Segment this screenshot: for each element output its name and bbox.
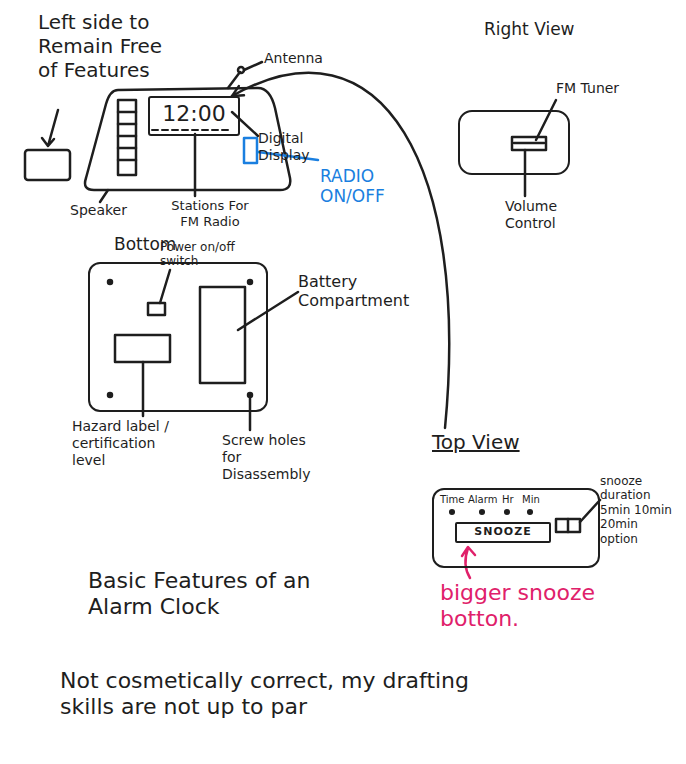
button-dot (480, 510, 484, 514)
caption: Basic Features of an Alarm Clock (88, 568, 318, 621)
leader-line (100, 190, 108, 202)
leader-line (244, 62, 262, 70)
power-switch (148, 303, 165, 315)
callout-label: Stations For FM Radio (160, 198, 260, 229)
callout-label: FM Tuner (556, 80, 636, 97)
callout-label: Speaker (70, 202, 150, 219)
callout-label: Power on/off switch (160, 240, 265, 269)
node-text: Alarm (468, 494, 502, 506)
outline (458, 110, 570, 175)
callout-label: bigger snooze botton. (440, 580, 610, 633)
leader-line (194, 134, 197, 196)
callout-label: Not cosmetically correct, my drafting sk… (60, 668, 500, 721)
radio-button (244, 138, 257, 163)
snooze-duration-switch (556, 519, 580, 532)
callout-label: RADIO ON/OFF (320, 166, 400, 207)
callout-label: Volume Control (505, 198, 585, 232)
station-ticks (152, 129, 228, 131)
button-dot (528, 510, 532, 514)
button-dot (505, 510, 509, 514)
antenna (228, 72, 240, 88)
leader-line (249, 398, 252, 430)
callout-label: snooze duration 5min 10min 20min option (600, 474, 672, 546)
hazard-label-box (115, 335, 170, 362)
screw-hole (108, 280, 112, 284)
node-text: Top View (432, 430, 542, 454)
battery-compartment (200, 287, 245, 383)
leader-line (580, 500, 600, 522)
node-text: Hr (502, 494, 518, 506)
outline (88, 262, 268, 412)
screw-hole (248, 280, 252, 284)
leader-line (142, 362, 145, 416)
node-text: Right View (484, 19, 584, 39)
view-box: Right View (456, 15, 572, 177)
node-text: Time (440, 494, 470, 506)
node-text: 12:00 (148, 101, 240, 127)
speaker-lines (118, 112, 136, 160)
callout-label: Digital Display (258, 130, 333, 164)
leader-line (232, 112, 258, 136)
arrow-head (232, 86, 244, 96)
button-dot (450, 510, 454, 514)
red-arrow (462, 547, 475, 578)
leader-arrow (42, 110, 58, 146)
curved-arrow (232, 73, 449, 428)
callout-label: Left side to Remain Free of Features (38, 10, 168, 82)
view-box: Top ViewTimeAlarmHr MinSNOOZE (430, 428, 602, 570)
callout-label: Screw holes for Disassembly (222, 432, 317, 482)
view-box: 12:00 (148, 96, 240, 136)
node-text: SNOOZE (455, 525, 551, 538)
callout-label: Battery Compartment (298, 272, 408, 310)
tuner-line (514, 142, 544, 145)
speaker-grille (118, 100, 136, 175)
screw-hole (248, 393, 252, 397)
fm-tuner-slot (512, 137, 546, 150)
connector-line (232, 73, 449, 428)
node-text: Min (522, 494, 546, 506)
screw-hole (108, 393, 112, 397)
callout-label: Antenna (264, 50, 344, 67)
left-side-square (25, 150, 70, 180)
leader-line (238, 292, 298, 330)
leader-line (536, 100, 556, 140)
switch-line (567, 519, 570, 532)
callout-label: Hazard label / certification level (72, 418, 192, 468)
view-box: SNOOZE (455, 522, 551, 543)
leader-line (160, 270, 170, 303)
leader-line (524, 150, 527, 196)
